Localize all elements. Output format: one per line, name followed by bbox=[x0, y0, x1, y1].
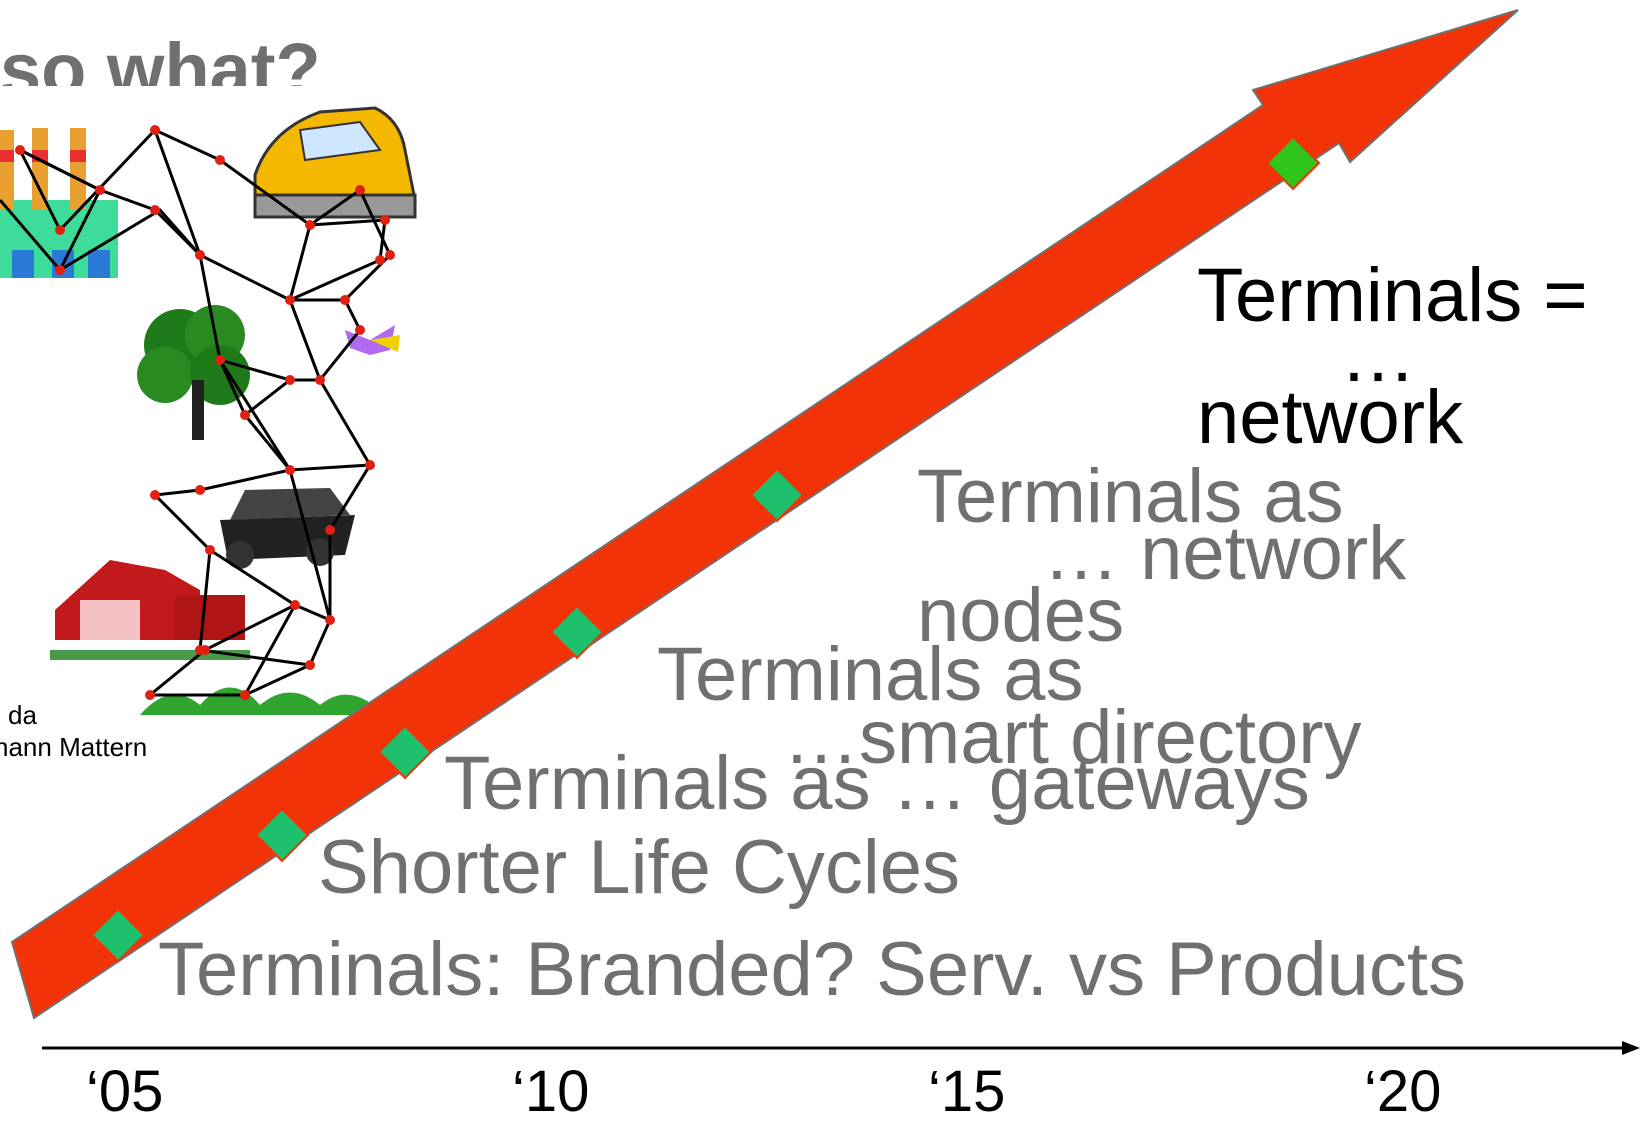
stage-label-2: Shorter Life Cycles bbox=[318, 825, 961, 910]
car-icon bbox=[253, 106, 417, 219]
stage-label-4b: …smart directory bbox=[783, 695, 1362, 780]
stage-label-6b: … bbox=[1340, 313, 1416, 398]
stage-label-4a: Terminals as bbox=[657, 632, 1084, 717]
stage-marker-3 bbox=[377, 724, 433, 780]
caption-line-1: da bbox=[8, 700, 37, 730]
stage-label-6c: network bbox=[1197, 375, 1464, 460]
stage-marker-2 bbox=[254, 807, 310, 863]
year-label-05: ‘05 bbox=[86, 1059, 164, 1124]
stage-label-5b: … network bbox=[1043, 511, 1407, 596]
slide-title: so what? bbox=[0, 28, 321, 86]
stage-label-6a: Terminals = bbox=[1197, 253, 1588, 338]
year-label-15: ‘15 bbox=[928, 1059, 1006, 1124]
year-label-10: ‘10 bbox=[512, 1059, 590, 1124]
factory-icon bbox=[0, 128, 118, 278]
stage-label-1: Terminals: Branded? Serv. vs Products bbox=[158, 927, 1467, 1012]
stage-label-5a: Terminals as bbox=[917, 454, 1344, 539]
time-axis bbox=[42, 1041, 1640, 1055]
arrow-shape bbox=[10, 9, 1519, 1020]
stage-marker-5 bbox=[749, 467, 805, 523]
butterfly-icon bbox=[345, 325, 400, 355]
stage-label-5c: nodes bbox=[917, 573, 1125, 658]
stage-marker-4 bbox=[549, 604, 605, 660]
tree-icon bbox=[137, 305, 250, 440]
house-icon bbox=[50, 560, 250, 660]
tank-icon bbox=[220, 488, 355, 569]
stage-marker-1 bbox=[90, 907, 146, 963]
year-label-20: ‘20 bbox=[1364, 1059, 1442, 1124]
stage-label-3: Terminals as … gateways bbox=[444, 741, 1310, 826]
stage-marker-6 bbox=[1265, 135, 1321, 191]
network-illustration bbox=[0, 106, 417, 715]
grass-icon bbox=[140, 687, 385, 715]
caption-line-2: nann Mattern bbox=[0, 732, 148, 762]
